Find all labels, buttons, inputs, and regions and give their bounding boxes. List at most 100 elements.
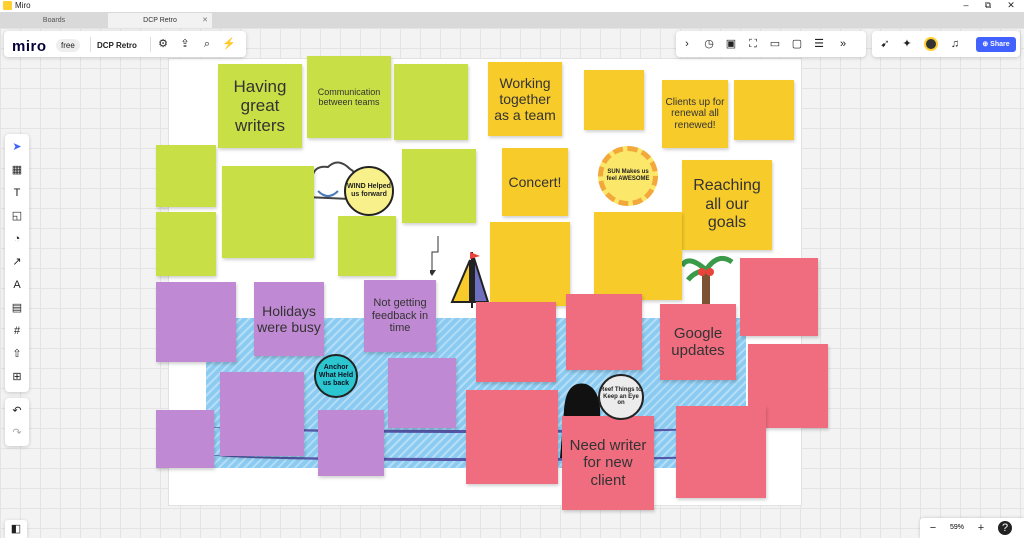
comment-icon[interactable]: ▭ [769, 38, 781, 50]
sticky-note[interactable]: Holidays were busy [254, 282, 324, 356]
sticky-note[interactable]: Google updates [660, 304, 736, 380]
divider [90, 37, 91, 52]
help-button[interactable]: ? [998, 521, 1012, 535]
sticky-note[interactable] [402, 149, 476, 223]
zoom-level[interactable]: 59% [950, 524, 965, 531]
select-cursor-icon[interactable]: ➤ [12, 141, 22, 153]
sticky-note[interactable]: Not getting feedback in time [364, 280, 436, 352]
sticky-note[interactable] [740, 258, 818, 336]
avatar[interactable] [924, 37, 938, 51]
plugin-icon[interactable]: ⚡ [222, 38, 236, 50]
sticky-note-icon[interactable]: ◱ [11, 210, 23, 222]
sticky-note[interactable]: Clients up for renewal all renewed! [662, 80, 728, 148]
chevron-right-icon[interactable]: › [685, 38, 689, 50]
sticky-note[interactable] [222, 166, 314, 258]
bubble-text: Reef Things to Keep an Eye on [600, 387, 642, 407]
sticky-note[interactable] [594, 212, 682, 300]
pen-icon[interactable]: A [13, 279, 21, 291]
present-icon[interactable]: ▣ [725, 38, 737, 50]
miro-logo[interactable]: miro [12, 38, 47, 55]
note-text: Clients up for renewal all renewed! [665, 96, 725, 131]
sticky-note[interactable] [584, 70, 644, 130]
add-apps-icon[interactable]: ⊞ [12, 371, 22, 383]
tab-dcp-retro[interactable]: DCP Retro ✕ [108, 13, 212, 28]
notes-icon[interactable]: ☰ [814, 38, 824, 50]
note-text: Holidays were busy [257, 302, 321, 335]
sticky-note[interactable] [156, 212, 216, 276]
timer-icon[interactable]: ◷ [704, 38, 714, 50]
anchor-bubble[interactable]: Anchor What Held us back [314, 354, 358, 398]
shapes-icon[interactable]: ◔ [13, 233, 21, 245]
collaboration-toolbar: › ◷ ▣ ⛶ ▭ ▢ ☰ » [676, 31, 866, 57]
close-tab-icon[interactable]: ✕ [202, 17, 208, 24]
zoom-in-button[interactable]: + [977, 522, 985, 534]
sticky-note[interactable] [388, 358, 456, 428]
board-title[interactable]: DCP Retro [97, 41, 137, 50]
plan-badge[interactable]: free [56, 39, 80, 52]
sidebar-toggle-icon[interactable]: ◧ [10, 523, 22, 535]
frames-icon[interactable]: ▢ [791, 38, 803, 50]
undo-icon[interactable]: ↶ [12, 405, 22, 417]
sticky-note[interactable] [476, 302, 556, 382]
redo-icon[interactable]: ↷ [12, 427, 22, 439]
sticky-note[interactable]: Need writer for new client [562, 416, 654, 510]
export-icon[interactable]: ⇪ [180, 38, 190, 50]
search-icon[interactable]: ⌕ [203, 38, 211, 50]
sticky-note[interactable] [394, 64, 468, 140]
frame-icon[interactable]: # [13, 325, 21, 337]
templates-icon[interactable]: ▦ [11, 164, 23, 176]
sticky-note[interactable]: Reaching all our goals [682, 160, 772, 250]
cursor-flag-icon[interactable]: ➹ [880, 38, 890, 50]
comment-icon[interactable]: ▤ [11, 302, 23, 314]
tool-rail: ➤ ▦ T ◱ ◔ ↗ A ▤ # ⇧ ⊞ [5, 134, 29, 392]
sticky-note[interactable]: Having great writers [218, 64, 302, 148]
zoom-controls: − 59% + ? [920, 518, 1024, 538]
sticky-note[interactable] [220, 372, 304, 456]
sticky-note[interactable]: Concert! [502, 148, 568, 216]
upload-icon[interactable]: ⇧ [12, 348, 22, 360]
note-text: Having great writers [233, 76, 287, 135]
bubble-text: WIND Helped us forward [347, 183, 391, 198]
miro-app-icon [3, 1, 12, 10]
share-button[interactable]: ⊕ Share [976, 37, 1016, 52]
zoom-out-button[interactable]: − [929, 522, 937, 534]
close-button[interactable]: ✕ [1007, 0, 1015, 10]
tab-boards[interactable]: Boards [42, 17, 66, 24]
sticky-note[interactable]: Working together as a team [488, 62, 562, 136]
bubble-text: Anchor What Held us back [318, 364, 354, 387]
note-text: Concert! [508, 173, 562, 190]
connector-arrow [430, 236, 439, 276]
sailboat-illustration [450, 252, 490, 308]
text-icon[interactable]: T [13, 187, 21, 199]
notification-bell-icon[interactable]: ♫ [950, 38, 960, 50]
sticky-note[interactable]: Communication between teams [307, 56, 391, 138]
wind-bubble[interactable]: WIND Helped us forward [344, 166, 394, 216]
note-text: Need writer for new client [569, 437, 647, 489]
note-text: Working together as a team [494, 74, 556, 124]
bubble-text: SUN Makes us feel AWESOME [606, 169, 650, 182]
sticky-note[interactable] [466, 390, 558, 484]
sticky-note[interactable] [490, 222, 570, 306]
settings-icon[interactable]: ⚙ [158, 38, 168, 50]
more-icon[interactable]: » [839, 38, 847, 50]
sticky-note[interactable] [156, 282, 236, 362]
sticky-note[interactable] [338, 216, 396, 276]
sticky-note[interactable] [156, 145, 216, 207]
history-rail: ↶ ↷ [5, 398, 29, 446]
sticky-note[interactable] [676, 406, 766, 498]
tab-strip: Boards DCP Retro ✕ [0, 12, 1024, 28]
focus-icon[interactable]: ⛶ [749, 38, 757, 50]
sticky-note[interactable] [734, 80, 794, 140]
celebrate-icon[interactable]: ✦ [902, 38, 912, 50]
line-icon[interactable]: ↗ [12, 256, 22, 268]
minimize-button[interactable]: – [963, 0, 969, 10]
sticky-note[interactable] [566, 294, 642, 370]
restore-button[interactable]: ⧉ [984, 0, 992, 10]
reef-bubble[interactable]: Reef Things to Keep an Eye on [598, 374, 644, 420]
island-illustration [679, 255, 734, 306]
sun-bubble[interactable]: SUN Makes us feel AWESOME [598, 146, 658, 206]
sticky-note[interactable] [318, 410, 384, 476]
note-text: Communication between teams [317, 86, 381, 107]
tab-label: DCP Retro [143, 17, 177, 24]
sticky-note[interactable] [156, 410, 214, 468]
